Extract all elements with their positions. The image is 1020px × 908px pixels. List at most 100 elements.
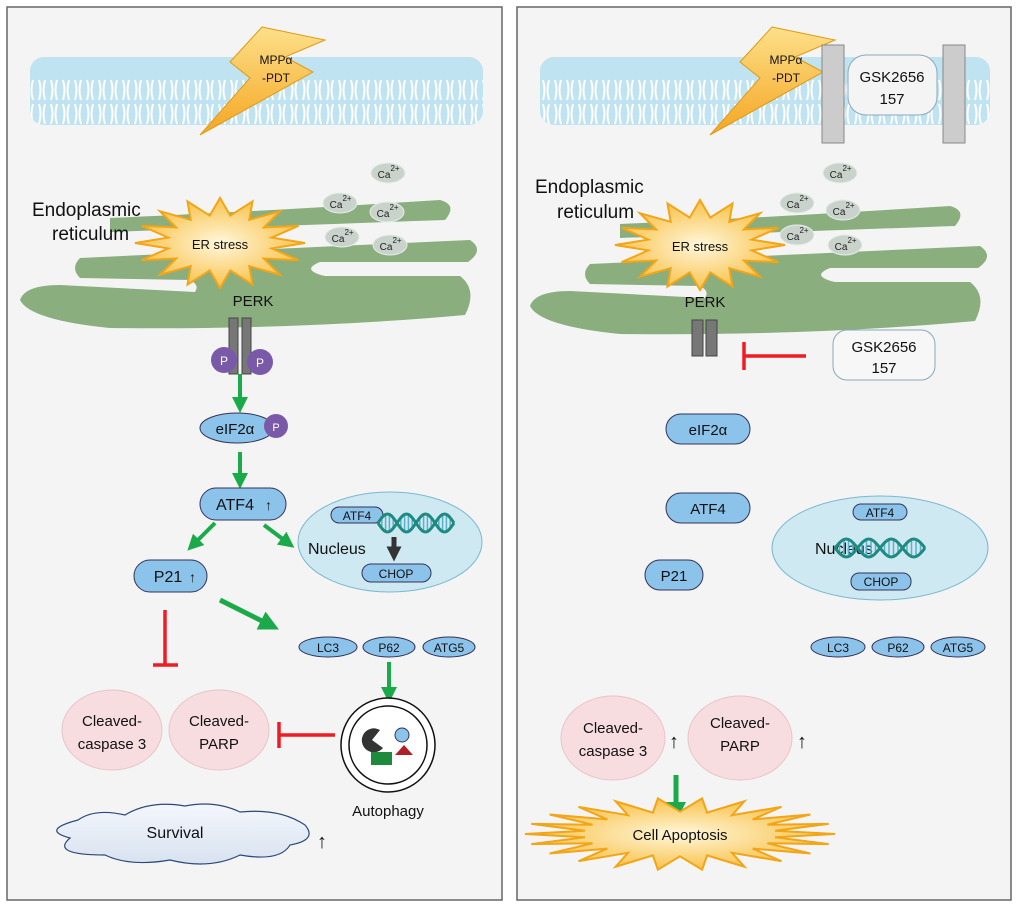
survival-cloud: Survival <box>56 803 310 865</box>
inhibitor-label: 157 <box>871 360 896 377</box>
nucleus: ATF4 Nucleus CHOP <box>771 495 989 601</box>
calcium-charge-label: 2+ <box>847 236 856 245</box>
activation-arrow <box>262 523 295 548</box>
calcium-ions: Ca2+Ca2+Ca2+Ca2+Ca2+ <box>322 162 408 256</box>
calcium-charge-label: 2+ <box>392 236 401 245</box>
p21-node: P21 ↑ <box>133 559 208 593</box>
perk-receptor <box>691 319 718 357</box>
up-arrow-icon: ↑ <box>797 731 807 753</box>
treatment-label: MPPα <box>770 53 803 67</box>
atf4-label: ATF4 <box>216 497 254 514</box>
membrane-channel <box>942 44 966 144</box>
calcium-ion-icon: Ca2+ <box>322 192 358 214</box>
p62-label: P62 <box>378 641 400 655</box>
calcium-label: Ca <box>378 170 391 181</box>
er-stress-label: ER stress <box>192 237 249 252</box>
nucleus-atf4-label: ATF4 <box>866 506 895 520</box>
inhibitor-label: 157 <box>879 91 904 108</box>
phospho-label: P <box>220 354 228 368</box>
inhibition-line <box>153 610 178 667</box>
er-stress-burst <box>134 196 306 290</box>
calcium-label: Ca <box>835 242 848 253</box>
cell-apoptosis-burst <box>524 796 836 872</box>
p21-label: P21 <box>154 569 183 586</box>
phospho-label: P <box>272 422 279 434</box>
parp-label: PARP <box>199 736 239 753</box>
calcium-label: Ca <box>787 200 800 211</box>
cleaved-caspase3: Cleaved- caspase 3 <box>61 689 163 771</box>
calcium-ion-icon: Ca2+ <box>822 162 858 184</box>
er-stress-label: ER stress <box>672 239 729 254</box>
dna-icon <box>376 512 456 534</box>
caspase-label: Cleaved- <box>82 713 142 730</box>
calcium-charge-label: 2+ <box>344 228 353 237</box>
atf4-label: ATF4 <box>690 501 726 518</box>
calcium-ion-icon: Ca2+ <box>779 224 815 246</box>
autophagy-markers: LC3 P62 ATG5 <box>298 636 476 658</box>
lightning-bolt-icon: MPPα -PDT <box>199 26 327 136</box>
cleaved-caspase3: Cleaved- caspase 3 <box>560 695 666 781</box>
gsk2656157-membrane: GSK2656 157 <box>847 54 938 116</box>
chop-label: CHOP <box>864 575 899 589</box>
atg5-label: ATG5 <box>943 641 974 655</box>
caspase-label: Cleaved- <box>583 720 643 737</box>
parp-label: Cleaved- <box>189 713 249 730</box>
membrane-channel <box>821 44 845 144</box>
nucleus: ATF4 Nucleus CHOP <box>297 491 483 593</box>
parp-label: PARP <box>720 738 760 755</box>
survival-label: Survival <box>147 825 204 842</box>
inhibition-line <box>277 722 335 748</box>
treatment-label: -PDT <box>262 71 291 85</box>
atf4-node: ATF4 <box>665 492 751 524</box>
activation-arrow <box>187 521 217 551</box>
phospho-label: P <box>256 356 264 370</box>
calcium-ion-icon: Ca2+ <box>369 201 405 223</box>
calcium-charge-label: 2+ <box>842 164 851 173</box>
eif2a-node: eIF2α <box>665 413 751 445</box>
starburst-shape <box>134 196 306 290</box>
er-label: reticulum <box>557 202 634 223</box>
eif2a-label: eIF2α <box>216 421 255 438</box>
er-label: Endoplasmic <box>535 177 644 198</box>
calcium-ion-icon: Ca2+ <box>825 199 861 221</box>
calcium-ion-icon: Ca2+ <box>370 162 406 184</box>
calcium-ion-icon: Ca2+ <box>779 192 815 214</box>
calcium-charge-label: 2+ <box>342 194 351 203</box>
gsk2656157-inhibitor: GSK2656 157 <box>832 329 936 381</box>
calcium-charge-label: 2+ <box>845 201 854 210</box>
calcium-label: Ca <box>330 200 343 211</box>
up-arrow-icon: ↑ <box>265 497 272 513</box>
perk-label: PERK <box>233 293 274 310</box>
calcium-label: Ca <box>833 207 846 218</box>
calcium-ion-icon: Ca2+ <box>372 234 408 256</box>
p21-label: P21 <box>661 568 688 585</box>
calcium-charge-label: 2+ <box>799 226 808 235</box>
nucleus-label: Nucleus <box>308 541 366 558</box>
starburst-shape <box>614 198 786 292</box>
autophagy-markers: LC3 P62 ATG5 <box>810 636 986 658</box>
caspase-label: caspase 3 <box>78 736 146 753</box>
calcium-ions: Ca2+Ca2+Ca2+Ca2+Ca2+ <box>779 162 863 256</box>
starburst-shape <box>524 796 836 872</box>
er-label: Endoplasmic <box>32 200 141 221</box>
apoptosis-label: Cell Apoptosis <box>632 827 727 844</box>
caspase-label: caspase 3 <box>579 743 647 760</box>
treatment-label: MPPα <box>260 53 293 67</box>
activation-arrow <box>218 597 279 630</box>
up-arrow-icon: ↑ <box>669 731 679 753</box>
calcium-label: Ca <box>332 234 345 245</box>
calcium-label: Ca <box>380 242 393 253</box>
up-arrow-icon: ↑ <box>189 569 196 585</box>
p21-node: P21 <box>644 559 704 591</box>
er-stress-burst <box>614 198 786 292</box>
perk-label: PERK <box>685 294 726 311</box>
dna-icon <box>833 537 927 559</box>
treatment-label: -PDT <box>772 71 801 85</box>
inhibition-line <box>742 342 806 370</box>
calcium-ion-icon: Ca2+ <box>324 226 360 248</box>
left-panel: MPPα -PDT Endoplasmic reticulum ER stres… <box>6 6 503 901</box>
cleaved-parp: Cleaved- PARP <box>687 695 793 781</box>
lightning-bolt-icon: MPPα -PDT <box>709 26 837 136</box>
eif2a-label: eIF2α <box>689 422 728 439</box>
